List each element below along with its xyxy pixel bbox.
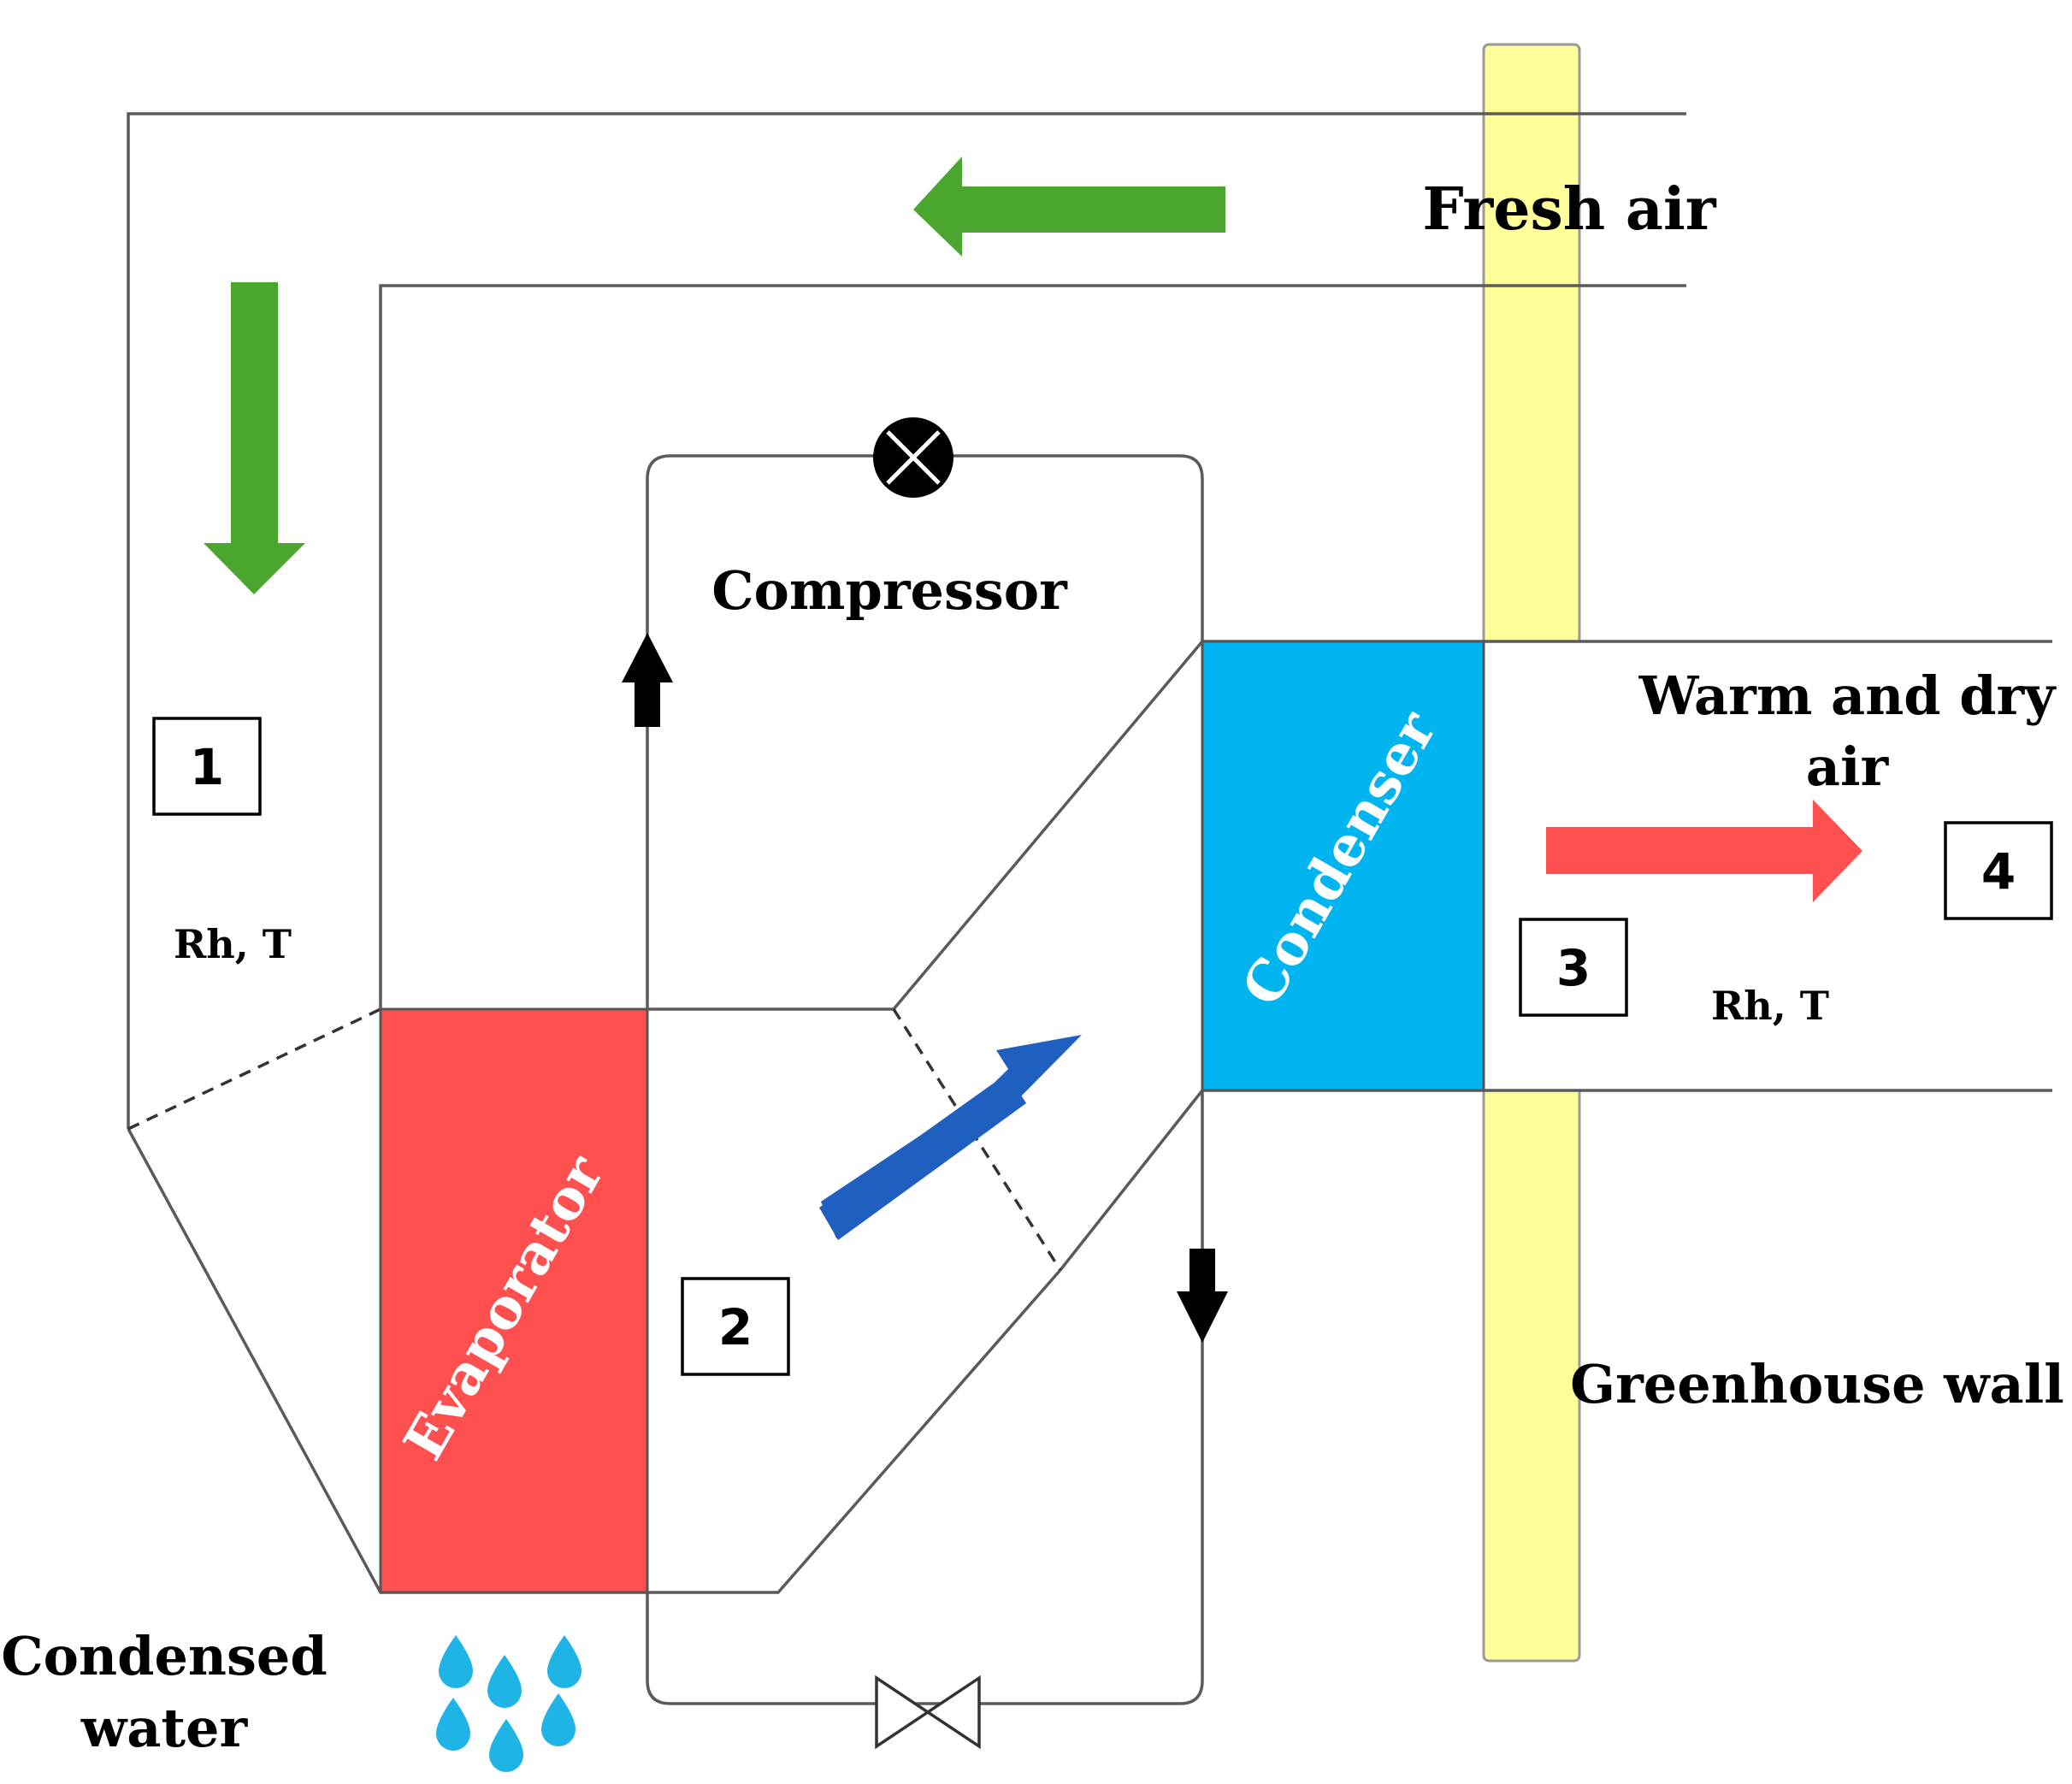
rh-t-right-label: Rh, T [1711,983,1829,1029]
evaporator-coil [379,1007,649,1594]
refrigerant-up-arrow-icon [622,633,673,727]
water-drop-icon [436,1635,581,1772]
refrigerant-loop [646,454,1204,1705]
condensed-water-label-line2: water [80,1697,249,1759]
condensed-water-label-line1: Condensed [1,1625,327,1687]
housing [127,640,1204,1594]
warm-air-right-arrow-icon [1546,800,1862,902]
warm-dry-air-label-line2: air [1806,735,1890,798]
internal-airflow-arrow-shaft-icon [819,1073,1026,1240]
point-4-label: 4 [1981,842,2016,901]
fresh-air-left-arrow-icon [913,157,1225,257]
fresh-air-duct [127,112,1686,1129]
compressor-label: Compressor [711,559,1068,622]
point-3: 3 [1519,918,1628,1017]
rh-t-left-label: Rh, T [174,921,292,967]
fresh-air-label: Fresh air [1422,175,1716,244]
refrigerant-down-arrow-icon [1177,1249,1228,1343]
point-2-label: 2 [718,1298,753,1356]
greenhouse-wall-label: Greenhouse wall [1570,1353,2064,1415]
point-4: 4 [1944,821,2053,920]
valve-bowtie-icon [875,1675,981,1750]
point-2: 2 [681,1277,790,1376]
compressor-circle-x-icon [873,417,953,498]
warm-dry-air-label-line1: Warm and dry [1638,665,2057,727]
condenser-coil [1201,640,1485,1092]
point-1: 1 [152,717,262,816]
point-3-label: 3 [1556,939,1591,997]
fresh-air-down-arrow-icon [204,282,305,594]
point-1-label: 1 [190,738,224,796]
